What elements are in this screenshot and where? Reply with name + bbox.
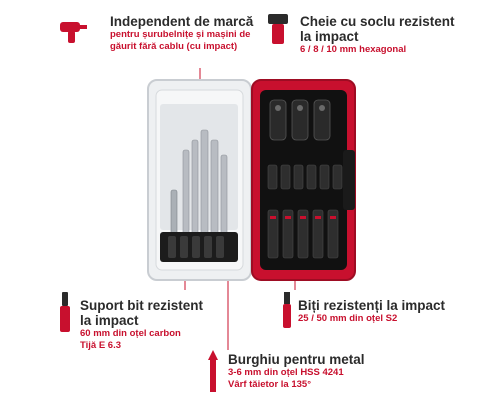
callout-metal-drill: Burghiu pentru metal 3-6 mm din oțel HSS…	[228, 352, 398, 391]
callout-subtitle-line-2: găurit fără cablu (cu impact)	[110, 41, 238, 52]
callout-impact-bits: Biți rezistenți la impact 25 / 50 mm din…	[298, 298, 488, 325]
callout-title: Independent de marcă	[110, 14, 254, 29]
callout-subtitle: 25 / 50 mm din oțel S2	[298, 313, 398, 324]
long-bits	[267, 209, 339, 259]
drill-icon	[58, 18, 90, 51]
short-bits	[267, 164, 343, 190]
callout-bit-holder: Suport bit rezistent la impact 60 mm din…	[80, 298, 240, 352]
callout-subtitle-line-2: Tijă E 6.3	[80, 340, 122, 351]
socket-keys	[269, 99, 331, 141]
callout-title-line-1: Cheie cu soclu rezistent	[300, 14, 455, 29]
callout-title-line-2: la impact	[300, 29, 359, 44]
red-case	[251, 79, 356, 281]
callout-subtitle-line-1: 60 mm din oțel carbon	[80, 328, 181, 339]
bit-icon	[281, 292, 293, 335]
socket-icon	[265, 12, 291, 51]
callout-title: Burghiu pentru metal	[228, 352, 365, 367]
callout-title-line-2: la impact	[80, 313, 139, 328]
callout-subtitle-line-2: Vârf tăietor la 135°	[228, 379, 312, 390]
drill-bits	[182, 129, 228, 241]
callout-subtitle-line-1: 3-6 mm din oțel HSS 4241	[228, 367, 344, 378]
callout-brand-independent: Independent de marcă pentru șurubelnițe …	[110, 14, 280, 53]
callout-subtitle-line-1: pentru șurubelnițe și mașini de	[110, 29, 251, 40]
bit-holder-icon	[58, 292, 72, 339]
callout-title-line-1: Suport bit rezistent	[80, 298, 204, 313]
callout-title: Biți rezistenți la impact	[298, 298, 446, 313]
clear-case	[147, 79, 252, 281]
callout-subtitle: 6 / 8 / 10 mm hexagonal	[300, 44, 407, 55]
drill-bit-icon	[206, 350, 220, 399]
callout-socket-keys: Cheie cu soclu rezistent la impact 6 / 8…	[300, 14, 490, 56]
